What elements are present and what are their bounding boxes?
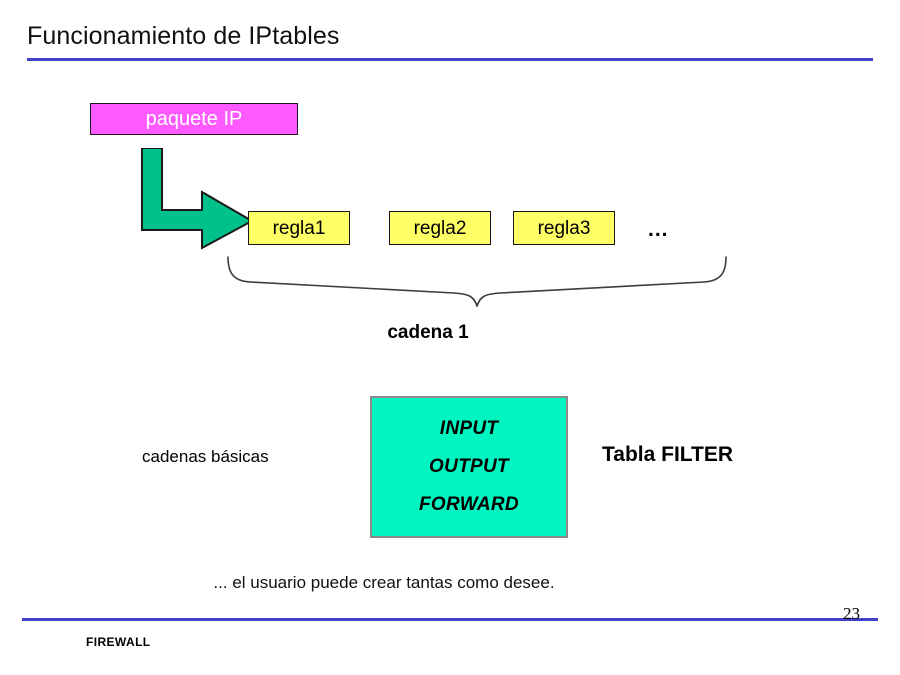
elbow-arrow-icon bbox=[141, 148, 255, 250]
footer-divider bbox=[22, 618, 878, 621]
packet-box: paquete IP bbox=[90, 103, 304, 142]
footer-label: FIREWALL bbox=[86, 635, 151, 649]
page-title: Funcionamiento de IPtables bbox=[27, 22, 340, 50]
page-number: 23 bbox=[843, 604, 860, 623]
rule-box-1: regla1 bbox=[248, 211, 356, 252]
title-divider bbox=[27, 58, 873, 61]
rule-box-1-label: regla1 bbox=[272, 217, 326, 239]
rule-box-2: regla2 bbox=[389, 211, 497, 252]
rule-box-3-label: regla3 bbox=[537, 217, 591, 239]
table-filter-label: Tabla FILTER bbox=[602, 443, 734, 466]
note-text: ... el usuario puede crear tantas como d… bbox=[213, 573, 555, 592]
basic-chains-label: cadenas básicas bbox=[142, 447, 269, 466]
filter-chain-forward: FORWARD bbox=[419, 494, 519, 515]
packet-box-label: paquete IP bbox=[145, 108, 243, 130]
filter-table-box: INPUT OUTPUT FORWARD bbox=[370, 396, 568, 538]
chain-label: cadena 1 bbox=[387, 322, 469, 343]
filter-chain-output: OUTPUT bbox=[429, 456, 509, 477]
rule-box-2-label: regla2 bbox=[413, 217, 467, 239]
rules-ellipsis: ... bbox=[648, 218, 669, 241]
rule-box-3: regla3 bbox=[513, 211, 621, 252]
filter-chain-input: INPUT bbox=[439, 418, 499, 439]
curly-brace-icon bbox=[227, 256, 727, 307]
